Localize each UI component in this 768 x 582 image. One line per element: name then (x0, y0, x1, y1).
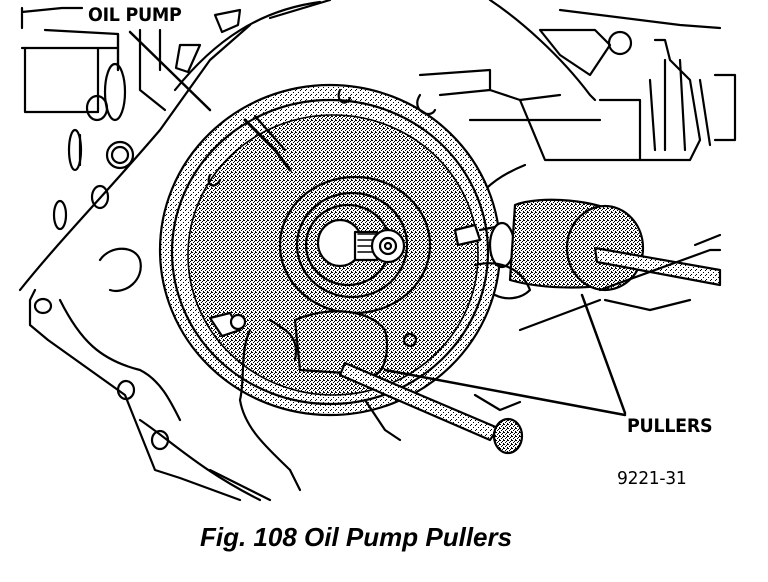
hand-right (473, 248, 722, 412)
pullers-leader-left (383, 368, 627, 417)
pump-hub (278, 175, 432, 315)
puller-tool-left (208, 310, 524, 455)
figure-code: 9221-31 (617, 468, 687, 489)
hand-lower (238, 318, 402, 492)
figure-caption: Fig. 108 Oil Pump Pullers (200, 522, 513, 552)
pullers-callout: PULLERS (627, 415, 713, 437)
oil-pump-callout: OIL PUMP (88, 4, 182, 26)
bell-housing (173, 0, 737, 212)
leader-lines (128, 30, 627, 417)
pullers-leader-right (580, 293, 627, 415)
transmission-housing-left (20, 6, 242, 231)
housing-flange (18, 23, 272, 502)
oil-pump-leader (128, 30, 212, 112)
